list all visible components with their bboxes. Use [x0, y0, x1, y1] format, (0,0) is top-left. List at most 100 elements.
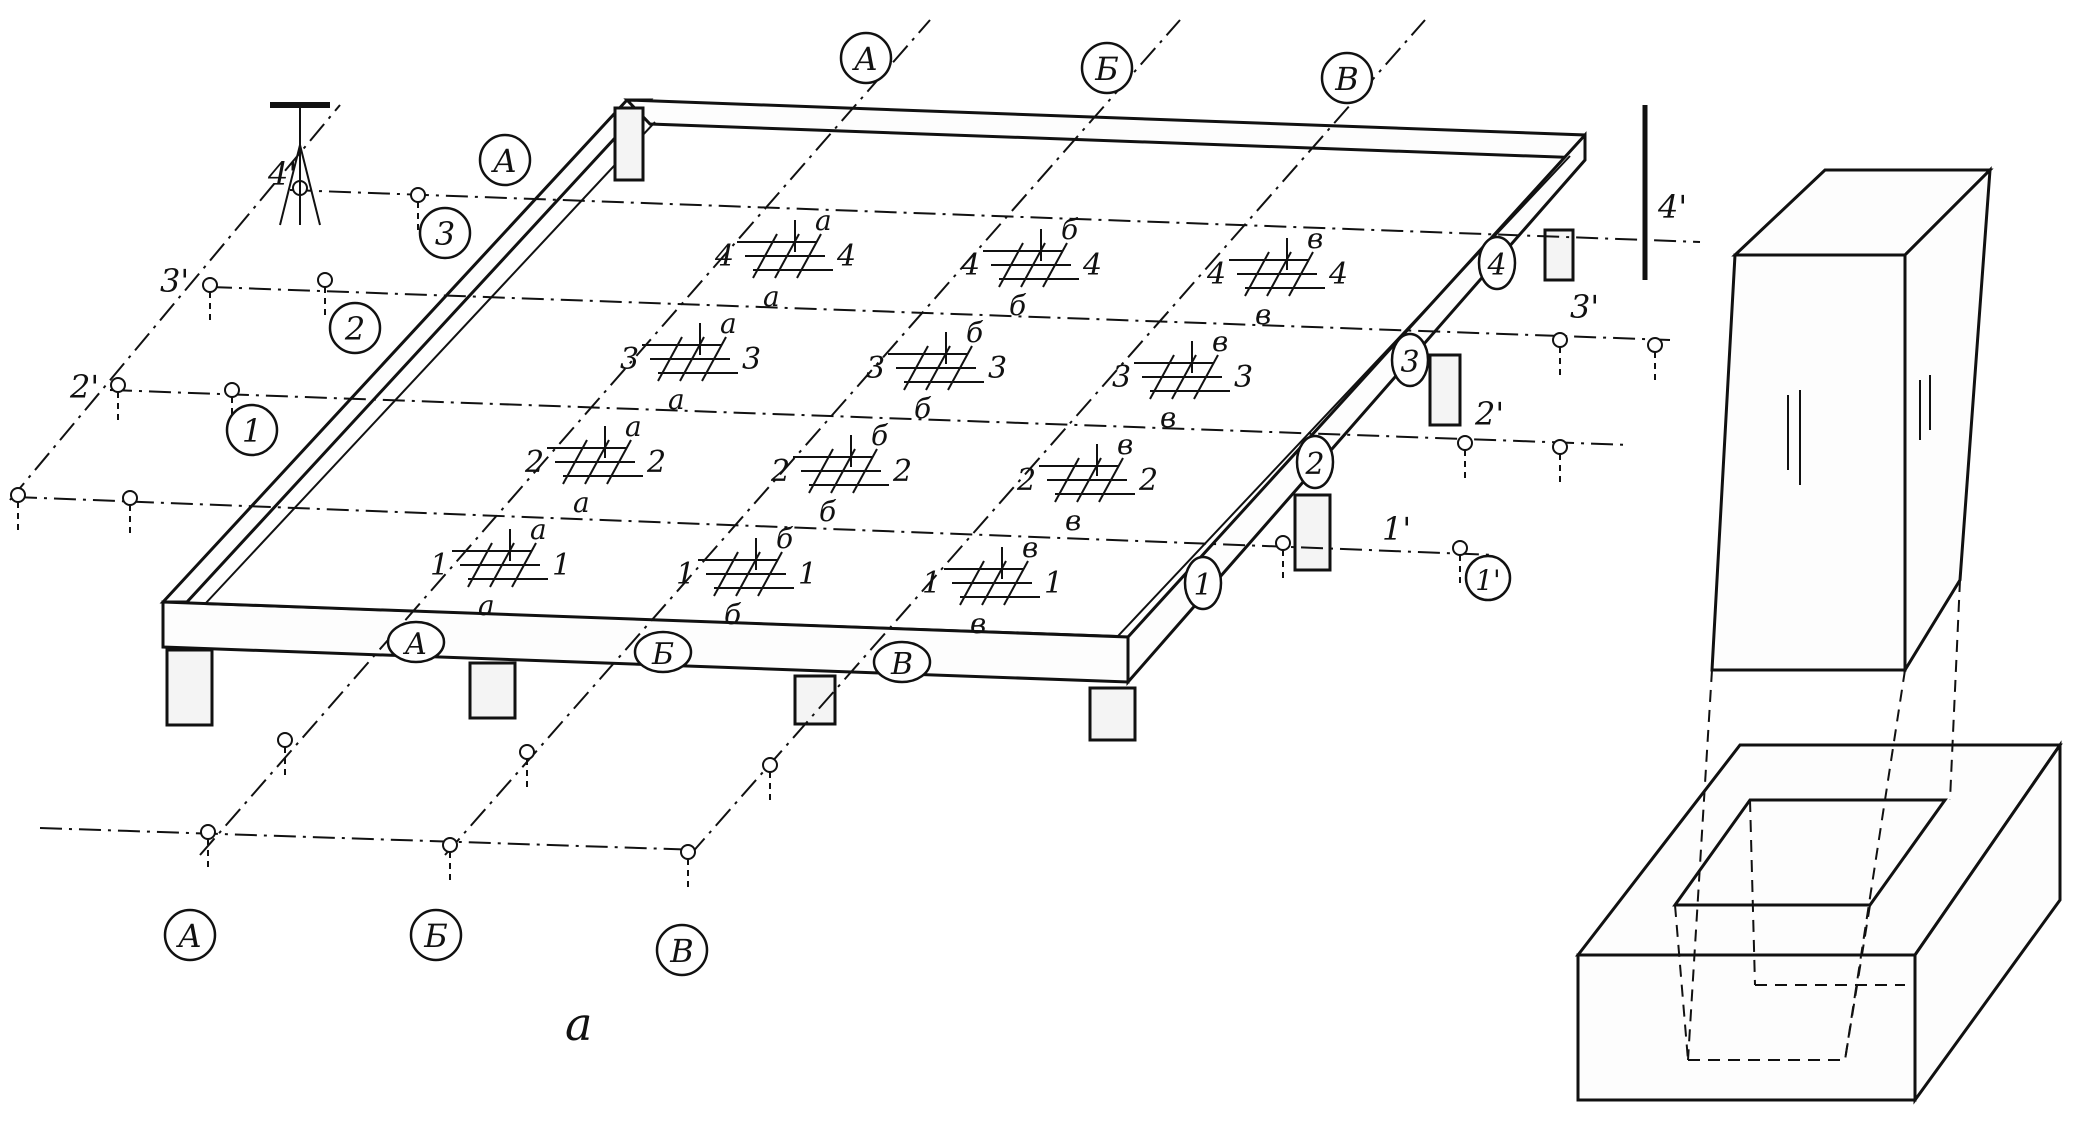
axis-bubble [386, 620, 446, 664]
axis-bubble [655, 923, 709, 977]
axis-bubble-label: В [1334, 60, 1359, 98]
stake-head [1552, 332, 1568, 348]
grid-mark-label: б [776, 522, 794, 555]
stake-head [1275, 535, 1291, 551]
grid-number-label: 3 [1234, 360, 1253, 395]
posts [165, 106, 1575, 742]
axis-bubble [163, 908, 217, 962]
axis-line-bottom [39, 827, 701, 851]
grid-number-label: 1 [922, 566, 941, 601]
grid-mark-label: в [1065, 504, 1081, 537]
stake-head [1647, 337, 1663, 353]
grid-mark-label: б [871, 419, 889, 452]
grid-number-label: 2 [646, 445, 666, 480]
stake [10, 487, 26, 535]
grid-line [1193, 354, 1219, 400]
stake-head [442, 837, 458, 853]
grid-line [1288, 251, 1314, 297]
grid-line [947, 345, 973, 391]
grid-line [606, 439, 632, 485]
grid-mark-label: в [1160, 401, 1176, 434]
grid-number-label: 3 [1112, 360, 1131, 395]
grid-number-label: 2 [770, 454, 790, 489]
stake [442, 837, 458, 885]
grid-mark-label: в [1307, 222, 1323, 255]
stake [277, 732, 293, 780]
axis-bubble-label: 1 [242, 412, 262, 450]
stake-head [110, 377, 126, 393]
grid-mark-label: б [966, 316, 984, 349]
axis-bubble-label: 3 [435, 215, 455, 253]
grid-mark-label: в [1022, 531, 1038, 564]
axis-line-1 [14, 496, 1496, 556]
grid-number-label: 3 [620, 342, 639, 377]
grid-number-label: 2 [1138, 463, 1158, 498]
stake-head [410, 187, 426, 203]
axis-bubbles: А Б В А Б В А Б В А 3 2 1 1 2 3 [163, 31, 1517, 977]
stake [317, 272, 333, 320]
axis-bubble-label: А [491, 142, 517, 180]
grid-number-label: 4 [1328, 257, 1348, 292]
stake-head [1552, 439, 1568, 455]
grid-line [701, 336, 727, 382]
grid-number-label: 1 [430, 548, 449, 583]
axis-bubble [872, 640, 932, 684]
axis-line-left [9, 104, 341, 501]
primed-label: 1' [1382, 510, 1411, 548]
level-instrument [299, 144, 321, 226]
primed-label: 2' [69, 368, 99, 406]
primed-label: 3' [1570, 288, 1599, 326]
axis-bubble-label: В [890, 647, 913, 682]
axis-bubble [839, 31, 893, 85]
grid-number-label: 3 [742, 342, 761, 377]
post [1088, 686, 1137, 742]
axis-bubble [418, 206, 472, 260]
axis-bubble-label: А [852, 40, 878, 78]
grid-mark-label: а [720, 307, 737, 340]
stake-head [202, 277, 218, 293]
axis-bubble-label: 4 [1486, 248, 1506, 283]
grid-number-label: 2 [1016, 463, 1036, 498]
grid-mark-label: а [573, 486, 590, 519]
level-instrument [270, 102, 330, 226]
stake [1275, 535, 1291, 583]
primed-labels: 4' 3' 2' 1' 2' 3' 4' [69, 155, 1687, 548]
grid-mark-label: а [625, 410, 642, 443]
stake [519, 744, 535, 792]
grid-line [852, 448, 878, 494]
axis-bubble-label: Б [1094, 50, 1119, 88]
grid-number-label: 4 [1206, 257, 1226, 292]
post [793, 674, 837, 726]
back-beam [623, 98, 1587, 160]
axis-bubble-label: 2 [1304, 447, 1324, 482]
axis-bubble [1464, 554, 1512, 602]
axis-bubble-label: А [176, 917, 202, 955]
axis-bubble [633, 630, 693, 674]
post [1543, 228, 1575, 282]
grid-number-label: 1 [1044, 566, 1063, 601]
lower-block-side [1913, 740, 2062, 1105]
grid-mark-label: в [970, 607, 986, 640]
post [468, 661, 517, 720]
grid-mark-label: в [1255, 298, 1271, 331]
stake [122, 490, 138, 538]
projection-line [1844, 669, 1906, 1061]
stake [680, 844, 696, 892]
projection-line [1687, 669, 1713, 1061]
grid-line [796, 233, 822, 279]
grid-line [511, 542, 537, 588]
grid-mark-label: в [1212, 325, 1228, 358]
grid-number-label: 4 [714, 239, 734, 274]
stake-head [200, 824, 216, 840]
axis-line-3 [209, 286, 1671, 341]
